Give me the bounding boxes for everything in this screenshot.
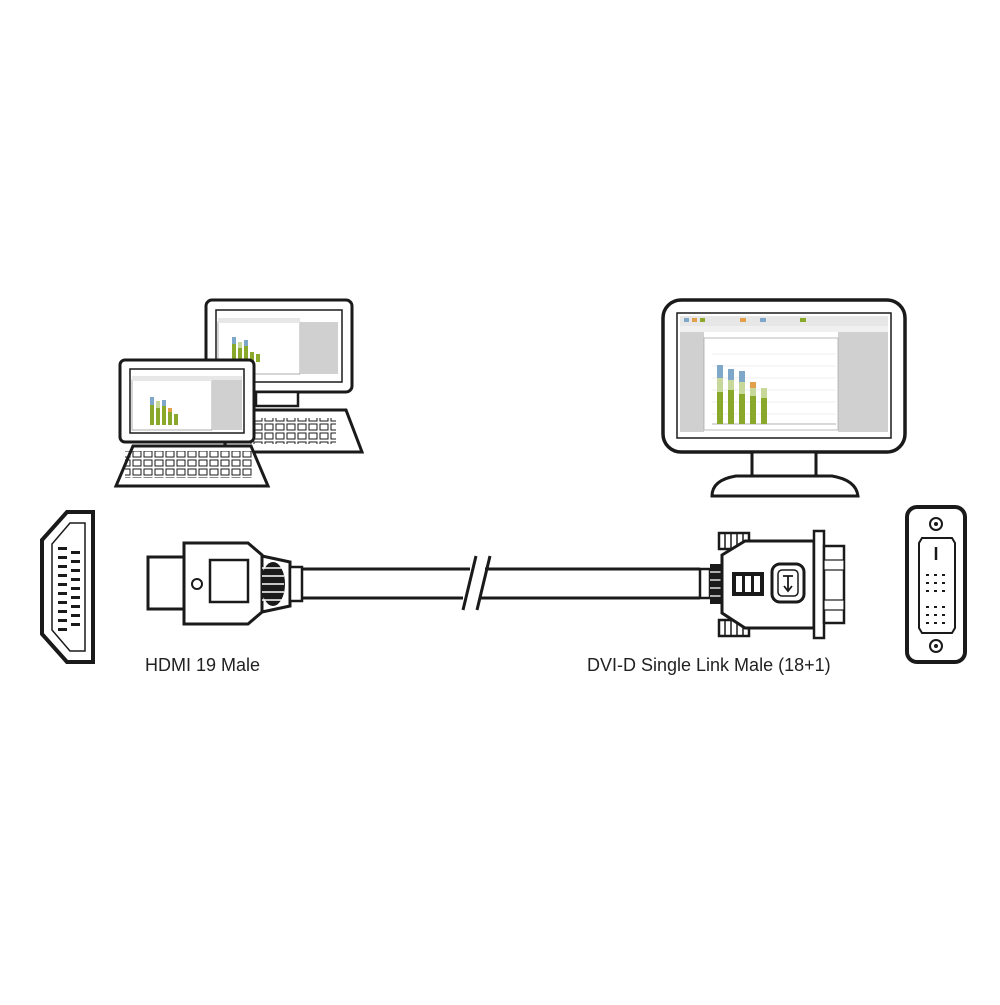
monitor-screen-content <box>680 316 888 432</box>
hdmi-port-icon <box>40 510 95 664</box>
hdmi-plug <box>146 541 304 626</box>
monitor-bar-chart <box>717 365 767 424</box>
cable <box>302 555 700 611</box>
laptop-screen-content <box>131 376 242 431</box>
laptop-computer <box>113 358 271 488</box>
dvi-plug <box>698 529 846 640</box>
dvi-port-icon <box>905 505 967 664</box>
dvi-connector-label: DVI-D Single Link Male (18+1) <box>587 655 831 675</box>
laptop-bar-chart <box>150 397 178 425</box>
cable-break-icon <box>461 555 492 611</box>
desktop-screen-content <box>217 318 338 375</box>
hdmi-connector-label: HDMI 19 Male <box>145 655 261 675</box>
display-monitor <box>661 298 907 498</box>
desktop-bar-chart <box>232 337 260 362</box>
